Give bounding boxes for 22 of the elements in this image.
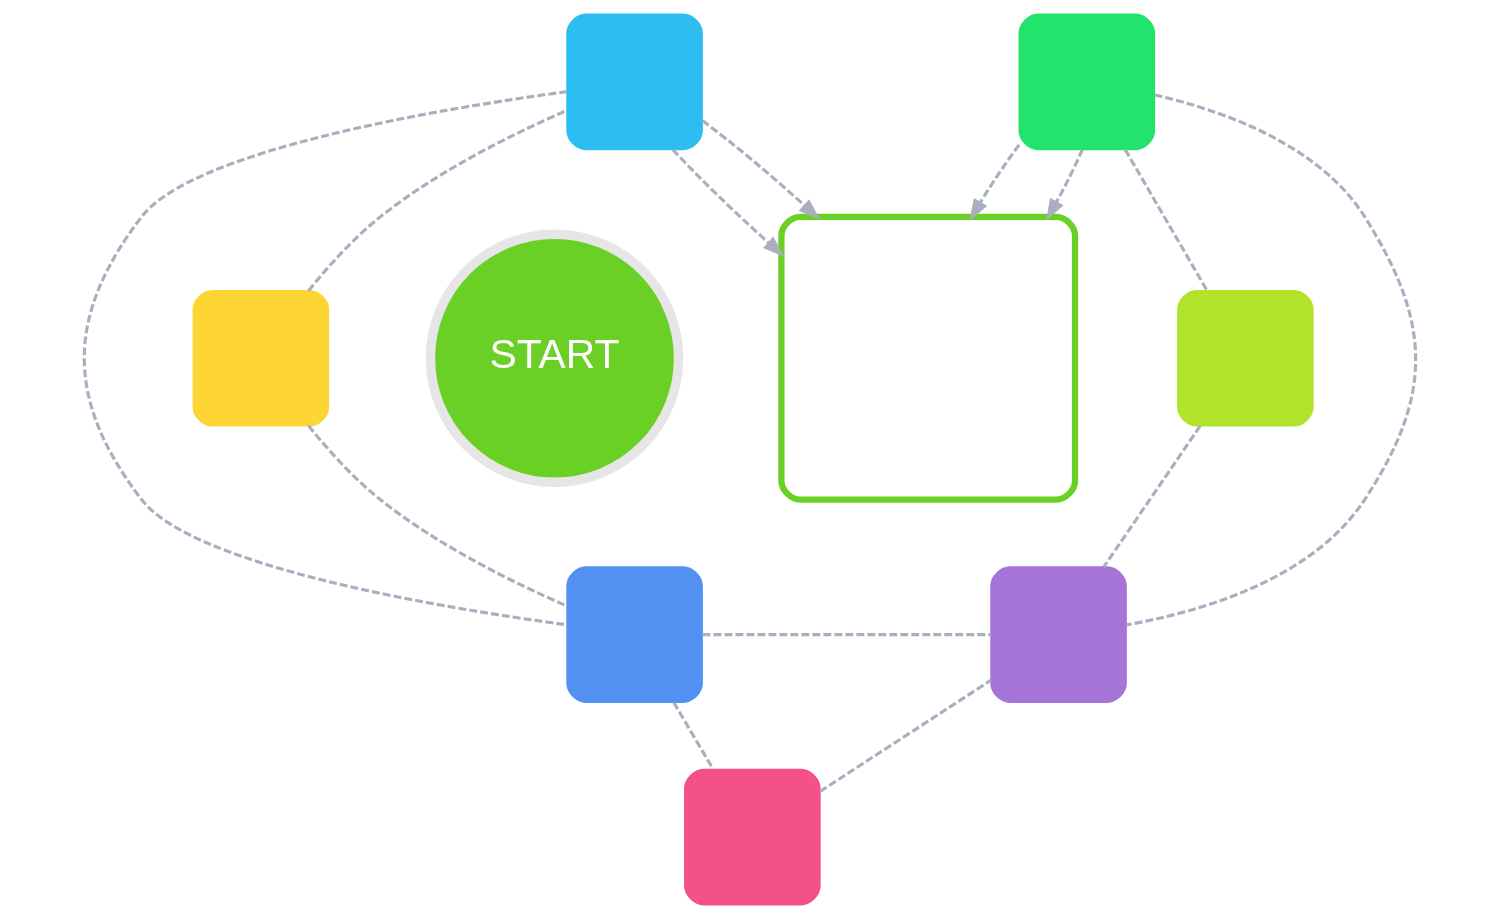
node-circle: START: [425, 229, 684, 487]
connector: [1123, 148, 1209, 292]
connector: [672, 701, 715, 771]
node-box: [566, 13, 703, 151]
arrow: [969, 143, 1021, 221]
connector: [83, 90, 567, 627]
node-box: [1018, 13, 1156, 151]
connector: [702, 633, 991, 637]
node-box: [1177, 289, 1314, 427]
arrow: [1046, 148, 1084, 221]
connector: [307, 424, 568, 608]
node-box: [778, 213, 1079, 503]
arrow: [671, 148, 785, 257]
connector: [819, 679, 992, 793]
arrow: [701, 119, 821, 220]
connector: [307, 109, 568, 292]
connector: [1126, 93, 1418, 627]
node-box: [192, 289, 330, 427]
node-box: [566, 566, 703, 703]
connector: [1102, 425, 1202, 568]
node-box: [990, 566, 1127, 703]
node-box: [684, 768, 821, 906]
